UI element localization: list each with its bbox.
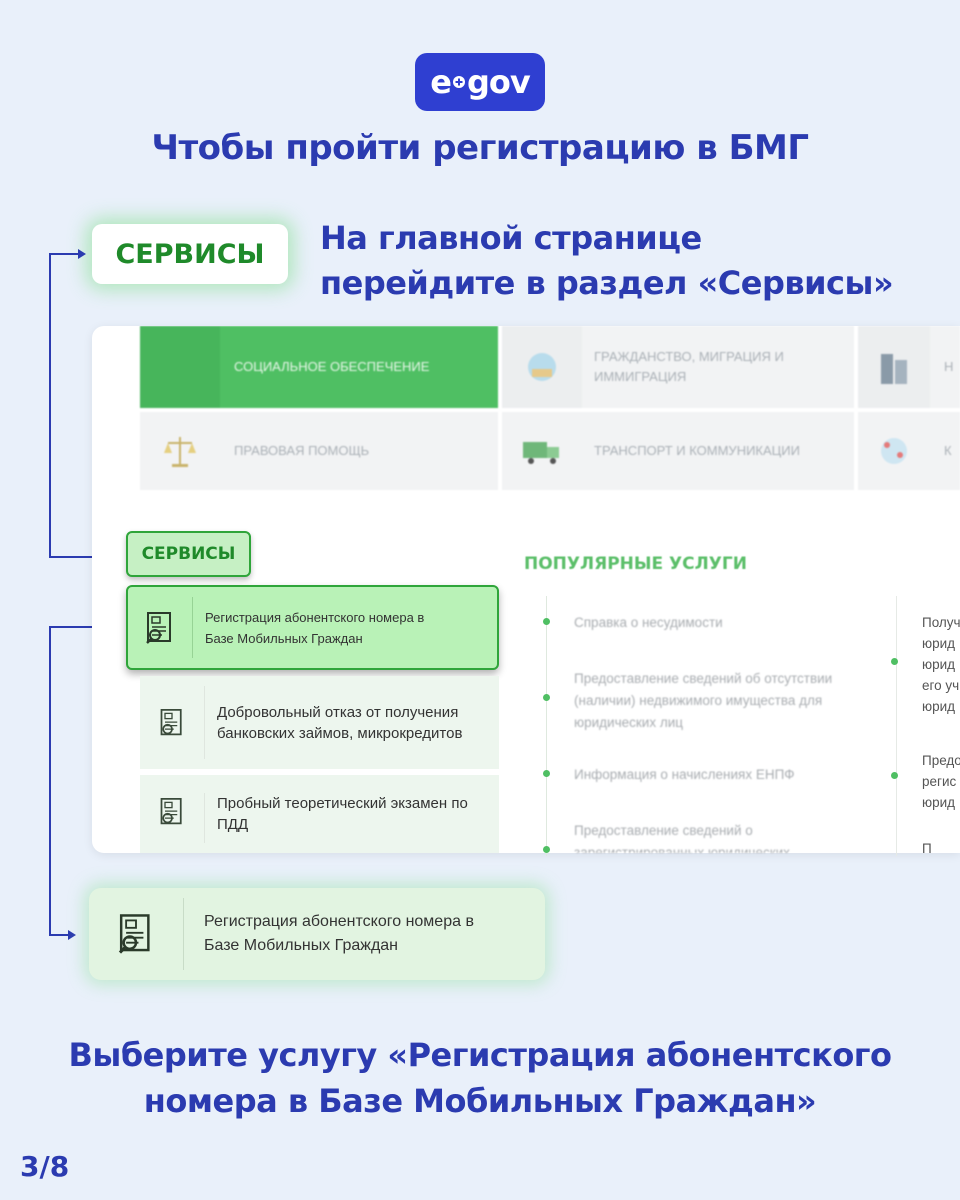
category-legal[interactable]: ПРАВОВАЯ ПОМОЩЬ xyxy=(140,412,498,490)
service-item-label: Регистрация абонентского номера в Базе М… xyxy=(205,607,424,649)
popular-item-cut[interactable]: Предо регис юрид xyxy=(922,750,960,813)
popular-item-line: зарегистрированных юридических xyxy=(574,845,790,853)
popular-timeline xyxy=(546,596,547,856)
service-item-bmg-registration[interactable]: Регистрация абонентского номера в Базе М… xyxy=(126,585,499,670)
popular-timeline-2 xyxy=(896,596,897,856)
category-citizenship-line2: ИММИГРАЦИЯ xyxy=(594,369,687,384)
page-headline: Чтобы пройти регистрацию в БМГ xyxy=(151,128,809,168)
popular-dot xyxy=(891,772,898,779)
document-search-icon xyxy=(140,793,204,827)
service-item-line2: банковских займов, микрокредитов xyxy=(217,724,463,742)
arrow-top xyxy=(49,249,128,558)
selected-service-line2: Базе Мобильных Граждан xyxy=(204,937,399,954)
category-social[interactable]: СОЦИАЛЬНОЕ ОБЕСПЕЧЕНИЕ xyxy=(140,326,498,408)
popular-item-line: регис xyxy=(922,774,957,789)
category-citizenship[interactable]: ГРАЖДАНСТВО, МИГРАЦИЯ И ИММИГРАЦИЯ xyxy=(502,326,854,408)
document-search-icon xyxy=(89,913,183,955)
step1-instruction: На главной странице перейдите в раздел «… xyxy=(320,216,940,306)
service-item-line1: Регистрация абонентского номера в xyxy=(205,609,425,625)
service-item-label: Пробный теоретический экзамен по ПДД xyxy=(217,793,468,835)
popular-item-cut[interactable]: Получ юрид юрид его уч юрид xyxy=(922,612,960,717)
service-divider xyxy=(183,898,184,970)
popular-item-line: Предоставление сведений о xyxy=(574,823,753,838)
popular-item-line: юридических лиц xyxy=(574,715,683,730)
popular-dot xyxy=(543,694,550,701)
document-search-icon xyxy=(140,708,204,738)
category-cut-2[interactable]: К xyxy=(858,412,960,490)
selected-service-label: Регистрация абонентского номера в Базе М… xyxy=(204,910,474,958)
popular-dot xyxy=(891,658,898,665)
step1-line2: перейдите в раздел «Сервисы» xyxy=(320,264,894,302)
step2-line1: Выберите услугу «Регистрация абонентског… xyxy=(68,1036,892,1074)
arrow-bottom xyxy=(49,626,128,940)
category-transport[interactable]: ТРАНСПОРТ И КОММУНИКАЦИИ xyxy=(502,412,854,490)
category-social-label: СОЦИАЛЬНОЕ ОБЕСПЕЧЕНИЕ xyxy=(234,359,430,374)
popular-item-line: Информация о начислениях ЕНПФ xyxy=(574,767,795,782)
service-item-line2: Базе Мобильных Граждан xyxy=(205,630,363,646)
popular-item-line: юрид xyxy=(922,636,956,651)
popular-dot xyxy=(543,846,550,853)
popular-item-line: его уч xyxy=(922,678,960,693)
globe-people-icon xyxy=(502,326,582,408)
popular-item-line: (наличии) недвижимого имущества для xyxy=(574,693,823,708)
popular-item-line: Справка о несудимости xyxy=(574,615,723,630)
service-item-loan-refusal[interactable]: Добровольный отказ от получения банковск… xyxy=(140,676,499,769)
popular-item[interactable]: Предоставление сведений о зарегистрирова… xyxy=(574,820,874,853)
popular-item-line: Предоставление сведений об отсутствии xyxy=(574,671,833,686)
service-item-label: Добровольный отказ от получения банковск… xyxy=(217,702,462,744)
category-social-icon-cell xyxy=(140,326,220,408)
service-item-pdd-exam[interactable]: Пробный теоретический экзамен по ПДД xyxy=(140,775,499,853)
truck-icon xyxy=(502,412,582,490)
services-tab[interactable]: СЕРВИСЫ xyxy=(126,531,251,577)
selected-service-card[interactable]: Регистрация абонентского номера в Базе М… xyxy=(89,888,545,980)
page-indicator: 3/8 xyxy=(20,1150,70,1183)
service-divider xyxy=(192,597,193,658)
step2-line2: номера в Базе Мобильных Граждан» xyxy=(143,1082,817,1120)
popular-item[interactable]: Информация о начислениях ЕНПФ xyxy=(574,764,874,786)
category-cut-1[interactable]: Н xyxy=(858,326,960,408)
map-pin-icon xyxy=(858,412,930,490)
popular-dot xyxy=(543,618,550,625)
category-cut-1-label: Н xyxy=(944,359,954,374)
egov-logo: e gov xyxy=(415,53,545,111)
logo-text-gov: gov xyxy=(466,63,531,101)
service-item-line1: Пробный теоретический экзамен по xyxy=(217,795,468,812)
category-citizenship-line1: ГРАЖДАНСТВО, МИГРАЦИЯ И xyxy=(594,349,784,364)
popular-item-line: юрид xyxy=(922,657,956,672)
popular-item-line: юрид xyxy=(922,795,956,810)
category-legal-label: ПРАВОВАЯ ПОМОЩЬ xyxy=(234,443,370,458)
step2-instruction: Выберите услугу «Регистрация абонентског… xyxy=(0,1032,960,1124)
popular-item-line: П xyxy=(922,841,932,853)
service-divider xyxy=(204,686,205,759)
popular-services-title: ПОПУЛЯРНЫЕ УСЛУГИ xyxy=(524,554,747,574)
category-citizenship-label: ГРАЖДАНСТВО, МИГРАЦИЯ И ИММИГРАЦИЯ xyxy=(594,347,784,387)
category-cut-2-label: К xyxy=(944,443,952,458)
popular-item[interactable]: Справка о несудимости xyxy=(574,612,874,634)
category-transport-label: ТРАНСПОРТ И КОММУНИКАЦИИ xyxy=(594,443,800,458)
selected-service-line1: Регистрация абонентского номера в xyxy=(204,913,474,930)
logo-plus-icon xyxy=(452,76,465,88)
popular-item-line: юрид xyxy=(922,699,956,714)
services-badge-large[interactable]: СЕРВИСЫ xyxy=(92,224,288,284)
popular-dot xyxy=(543,770,550,777)
step1-line1: На главной странице xyxy=(320,219,702,257)
service-item-line1: Добровольный отказ от получения xyxy=(217,703,459,721)
logo-text-e: e xyxy=(430,63,452,101)
popular-item-line: Предо xyxy=(922,753,960,768)
scales-icon xyxy=(140,412,220,490)
popular-item[interactable]: Предоставление сведений об отсутствии (н… xyxy=(574,668,874,734)
popular-item-cut[interactable]: П xyxy=(922,838,960,853)
service-item-line2: ПДД xyxy=(217,816,249,833)
popular-item-line: Получ xyxy=(922,615,960,630)
document-search-icon xyxy=(128,611,192,645)
service-divider xyxy=(204,793,205,843)
building-icon xyxy=(858,326,930,408)
